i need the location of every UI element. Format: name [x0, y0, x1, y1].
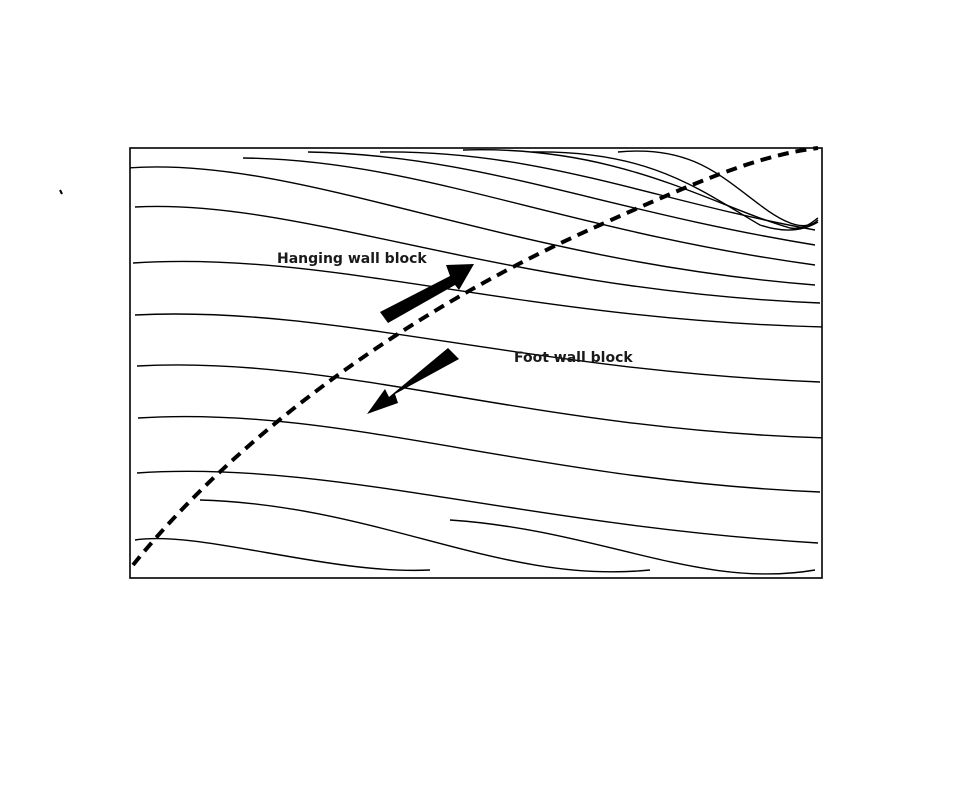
foot-wall-label: Foot wall block — [514, 350, 633, 366]
rock-layer — [531, 151, 819, 231]
rock-layer — [199, 499, 651, 573]
rock-layer — [307, 151, 816, 246]
fault-plane — [131, 146, 819, 567]
rock-layer — [617, 150, 819, 227]
stray-mark — [59, 189, 63, 195]
rock-layer — [379, 151, 816, 231]
rock-layer — [137, 415, 821, 493]
hanging-wall-arrow — [380, 264, 474, 323]
rock-layers — [130, 149, 822, 575]
rock-layer — [132, 260, 822, 328]
rock-layer — [136, 364, 822, 439]
rock-layer — [449, 519, 816, 575]
rock-layer — [134, 537, 431, 572]
frame-border — [129, 147, 823, 579]
rock-layer — [462, 149, 819, 230]
rock-layer — [136, 470, 819, 544]
diagram-frame: Hanging wall block Foot wall block — [129, 146, 823, 579]
rock-layer — [134, 313, 821, 383]
foot-wall-arrow — [367, 348, 459, 414]
rock-layer — [242, 157, 816, 266]
rock-layer — [134, 205, 821, 304]
rock-layer — [130, 166, 816, 286]
hanging-wall-label: Hanging wall block — [277, 251, 427, 267]
